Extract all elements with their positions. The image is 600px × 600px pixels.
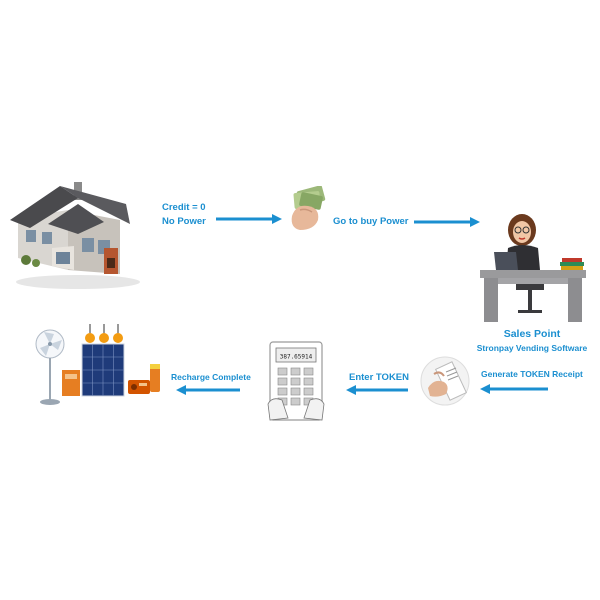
receipt-hand-icon	[420, 356, 470, 406]
go-to-buy-label: Go to buy Power	[333, 216, 408, 227]
no-text: No	[162, 216, 178, 227]
power-text-1: Power	[177, 216, 206, 227]
solar-appliances-icon	[32, 324, 168, 408]
credit-label: Credit = 0 No Power	[162, 202, 206, 227]
enter-token-label: Enter TOKEN	[349, 372, 410, 383]
keypad-meter-icon: 387.65914	[266, 340, 326, 422]
arrow-receipt-to-meter	[346, 385, 408, 395]
sales-point-title: Sales Point	[503, 328, 561, 340]
arrow-house-to-cash	[216, 214, 282, 224]
cash-hand-icon	[286, 185, 330, 234]
go-to-buy-text: Go to buy	[333, 216, 380, 227]
generate-label: Generate TOKEN Receipt	[481, 369, 583, 379]
credit-text: Credit = 0	[162, 202, 206, 213]
arrow-sales-to-receipt	[480, 384, 548, 394]
sales-woman-icon	[478, 208, 590, 324]
house-icon	[8, 178, 140, 290]
arrow-meter-to-appliances	[176, 385, 240, 395]
meter-display: 387.65914	[280, 354, 313, 361]
power-text-2: Power	[379, 216, 409, 227]
recharge-complete-label: Recharge Complete	[171, 372, 251, 382]
software-subtitle: Stronpay Vending Software	[476, 343, 588, 353]
arrow-cash-to-sales	[414, 217, 480, 227]
